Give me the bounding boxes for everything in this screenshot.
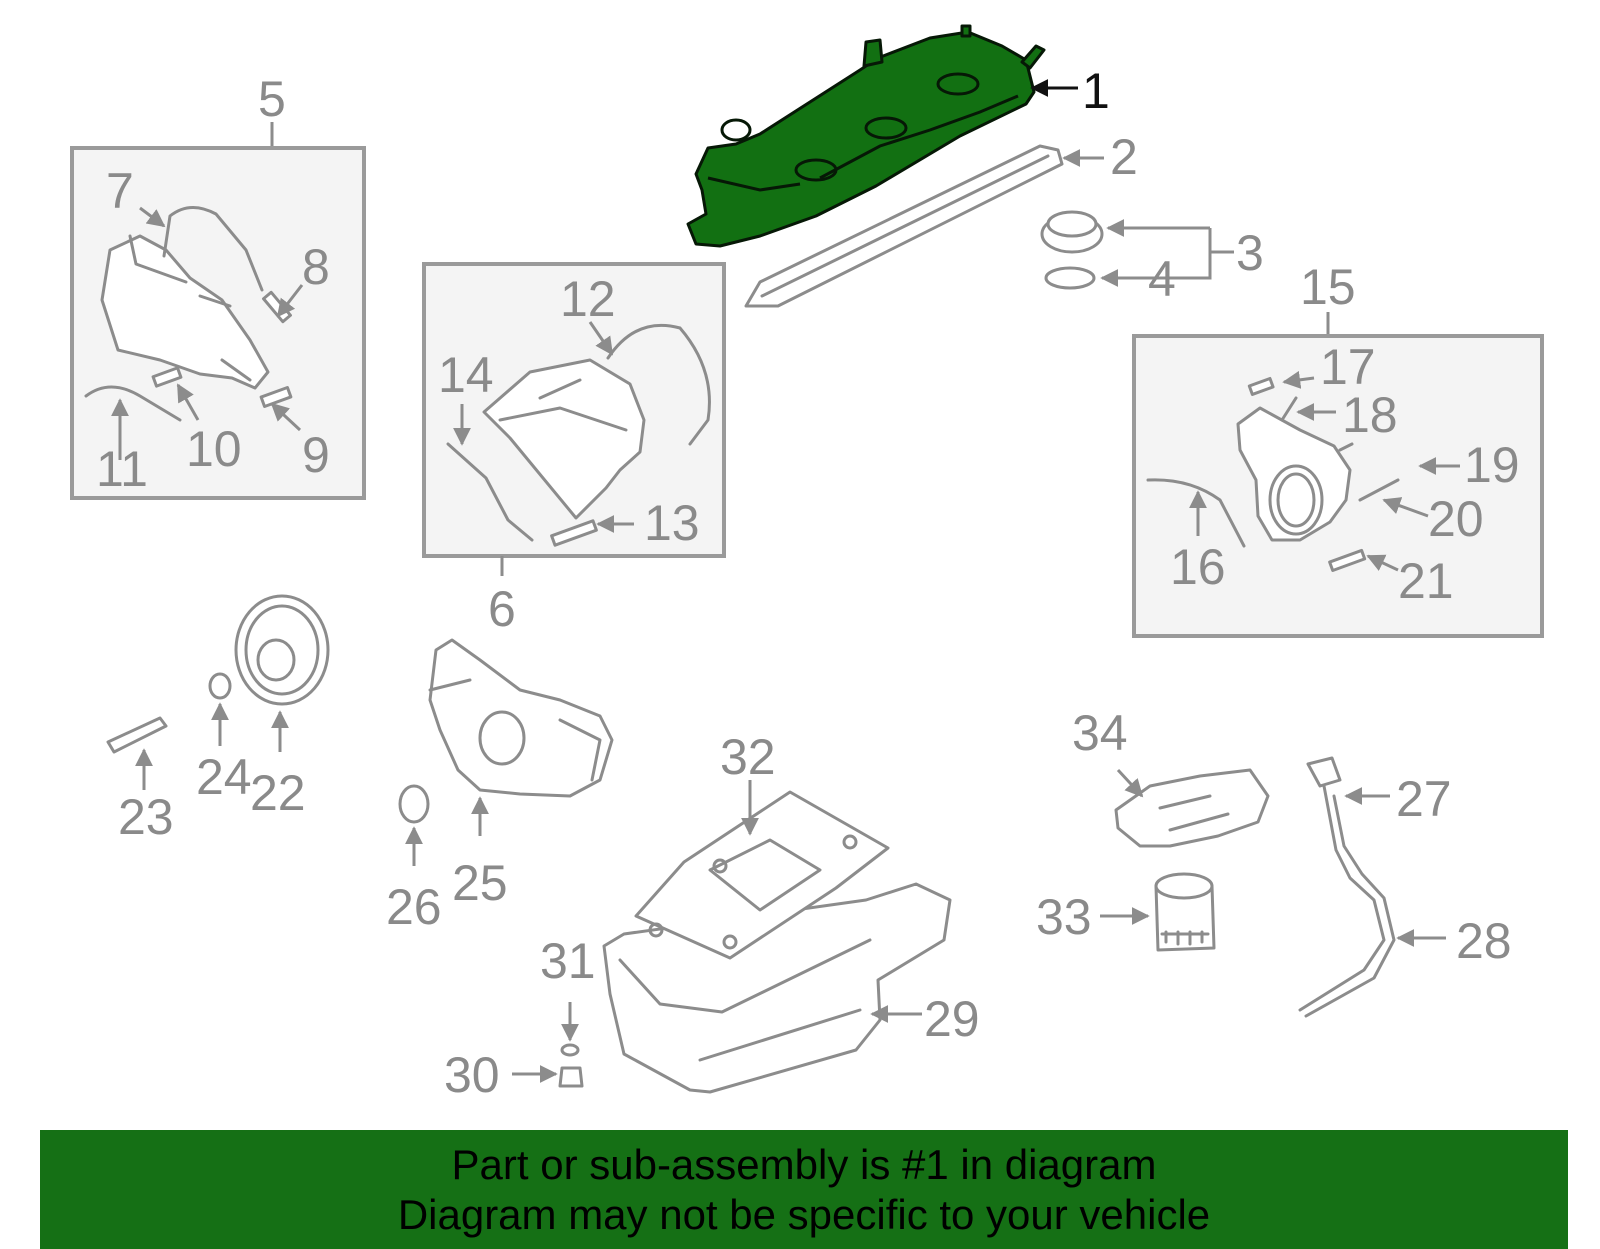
- callout-labels: 1 2 3 4 5 6 7 8 9 10 11 12 13 14 15 16 1…: [96, 63, 1520, 1103]
- callout-4: 4: [1148, 251, 1176, 307]
- callout-10: 10: [186, 421, 242, 477]
- banner-line-disclaimer: Diagram may not be specific to your vehi…: [397, 1190, 1211, 1238]
- gasket-2: [744, 144, 1104, 308]
- callout-12: 12: [560, 271, 616, 327]
- callout-33: 33: [1036, 889, 1092, 945]
- dipstick-27: [1298, 756, 1446, 1018]
- callout-15: 15: [1300, 259, 1356, 315]
- callout-13: 13: [644, 495, 700, 551]
- callout-8: 8: [302, 239, 330, 295]
- banner-line-part: Part or sub-assembly is #1 in diagram: [451, 1140, 1157, 1188]
- callout-23: 23: [118, 789, 174, 845]
- valve-cover-highlighted[interactable]: [686, 24, 1078, 248]
- callout-16: 16: [1170, 539, 1226, 595]
- oil-pan-29: [512, 780, 952, 1094]
- info-banner: Part or sub-assembly is #1 in diagram Di…: [40, 1130, 1568, 1249]
- callout-34: 34: [1072, 705, 1128, 761]
- crank-pulley-22: [106, 594, 330, 790]
- callout-27: 27: [1396, 771, 1452, 827]
- callout-7: 7: [106, 163, 134, 219]
- callout-1: 1: [1082, 63, 1110, 119]
- callout-2: 2: [1110, 129, 1138, 185]
- oil-cap-3: [1040, 210, 1234, 290]
- callout-3: 3: [1236, 225, 1264, 281]
- callout-18: 18: [1342, 387, 1398, 443]
- callout-24: 24: [196, 749, 252, 805]
- group-box-15: [1132, 312, 1544, 638]
- callout-22: 22: [250, 765, 306, 821]
- callout-11: 11: [96, 441, 148, 497]
- callout-25: 25: [452, 855, 508, 911]
- callout-26: 26: [386, 879, 442, 935]
- callout-5: 5: [258, 71, 286, 127]
- oil-pump-25: [398, 638, 614, 866]
- callout-21: 21: [1398, 553, 1454, 609]
- oil-filter-33: [1100, 768, 1270, 952]
- callout-31: 31: [540, 933, 596, 989]
- callout-14: 14: [438, 347, 494, 403]
- callout-30: 30: [444, 1047, 500, 1103]
- group-box-5: [70, 122, 366, 500]
- callout-20: 20: [1428, 491, 1484, 547]
- callout-6: 6: [488, 581, 516, 637]
- callout-19: 19: [1464, 437, 1520, 493]
- callout-17: 17: [1320, 339, 1376, 395]
- callout-32: 32: [720, 729, 776, 785]
- callout-28: 28: [1456, 913, 1512, 969]
- callout-9: 9: [302, 427, 330, 483]
- group-box-6: [422, 262, 726, 576]
- callout-29: 29: [924, 991, 980, 1047]
